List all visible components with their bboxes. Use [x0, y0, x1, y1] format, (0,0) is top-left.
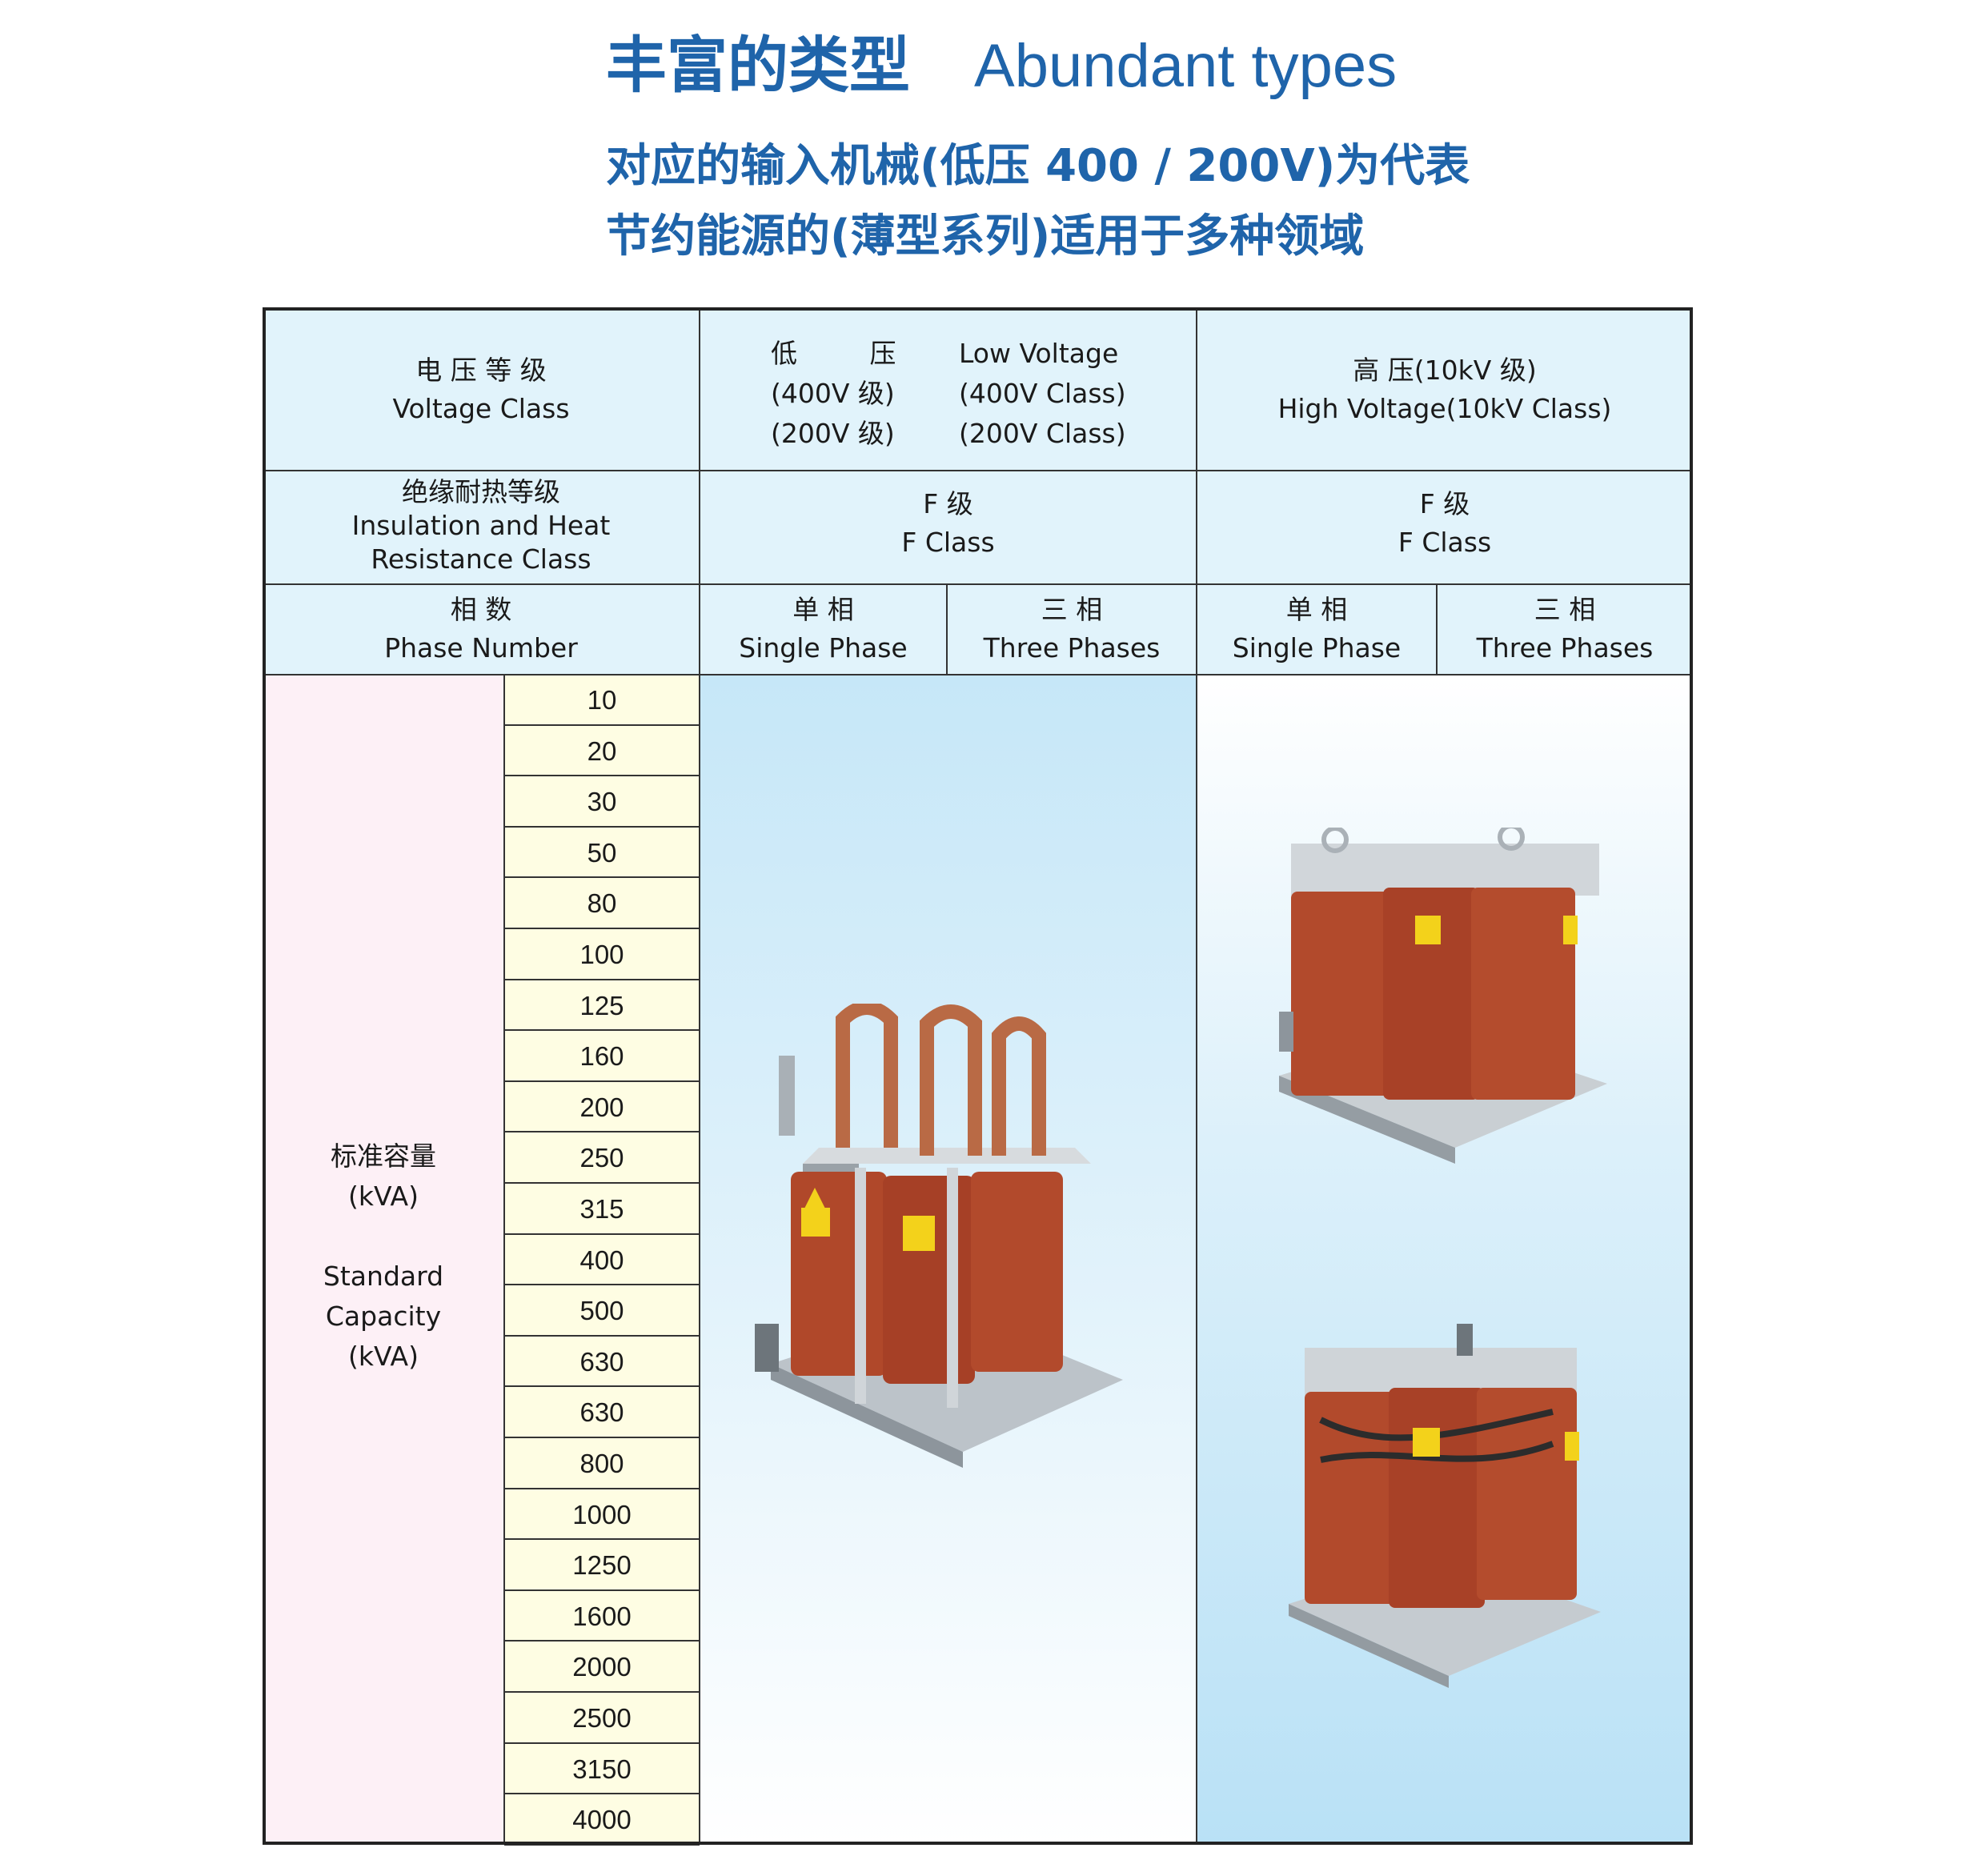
capacity-value-cell: 2000 — [504, 1642, 700, 1693]
capacity-label-cn: 标准容量 — [331, 1140, 436, 1172]
capacity-value-cell: 800 — [504, 1438, 700, 1489]
capacity-value-cell: 20 — [504, 725, 700, 777]
capacity-value-cell: 500 — [504, 1285, 700, 1337]
voltage-class-en: Voltage Class — [392, 393, 570, 424]
high-voltage-insulation: F 级 F Class — [1197, 485, 1693, 562]
high-insulation-en: F Class — [1398, 527, 1492, 558]
voltage-class-cn: 电 压 等 级 — [415, 355, 547, 386]
low-voltage-en-400: (400V Class) — [959, 378, 1126, 409]
page-title: 丰富的类型 Abundant types — [606, 16, 1397, 104]
capacity-value-cell: 630 — [504, 1336, 700, 1388]
subtitle-line-2: 节约能源的(薄型系列)适用于多种领域 — [606, 210, 1365, 263]
phase-en: Three Phases — [1476, 632, 1654, 663]
low-insulation-en: F Class — [901, 527, 995, 558]
low-voltage-cn-400: (400V 级) — [771, 378, 895, 409]
capacity-value-cell: 100 — [504, 929, 700, 980]
capacity-value-cell: 160 — [504, 1031, 700, 1082]
phase-cn: 三 相 — [1041, 594, 1103, 625]
capacity-value-cell: 1250 — [504, 1540, 700, 1591]
phase-high-three: 三 相 Three Phases — [1437, 591, 1693, 667]
insulation-en-line1: Insulation and Heat — [351, 510, 611, 541]
capacity-value-cell: 315 — [504, 1184, 700, 1235]
voltage-class-header: 电 压 等 级 Voltage Class — [263, 351, 700, 428]
capacity-value-cell: 2500 — [504, 1693, 700, 1744]
capacity-value-cell: 4000 — [504, 1794, 700, 1846]
phase-en: Single Phase — [739, 632, 908, 663]
phase-cn: 单 相 — [792, 594, 854, 625]
low-voltage-cn: 低 压 (400V 级) (200V 级) — [771, 334, 915, 454]
low-insulation-cn: F 级 — [923, 488, 973, 519]
capacity-value-cell: 250 — [504, 1132, 700, 1184]
table-header-background — [263, 307, 1693, 675]
capacity-value-cell: 3150 — [504, 1743, 700, 1795]
high-voltage-three-phase-image — [1289, 1324, 1601, 1688]
phase-cn: 单 相 — [1285, 594, 1348, 625]
low-voltage-transformer-image — [755, 1004, 1123, 1468]
capacity-value-cell: 30 — [504, 776, 700, 828]
capacity-value-cell: 1600 — [504, 1590, 700, 1642]
phase-low-single: 单 相 Single Phase — [700, 591, 947, 667]
capacity-value-cell: 50 — [504, 827, 700, 879]
capacity-label-cn-unit: (kVA) — [348, 1181, 419, 1212]
low-voltage-cn-200: (200V 级) — [771, 418, 895, 449]
capacity-value-cell: 1000 — [504, 1489, 700, 1541]
capacity-label-en-unit: (kVA) — [348, 1341, 419, 1372]
insulation-en-line2: Resistance Class — [371, 543, 591, 575]
capacity-value-cell: 400 — [504, 1234, 700, 1286]
high-voltage-cn: 高 压(10kV 级) — [1353, 355, 1537, 386]
subtitle-line-1: 对应的输入机械(低压 400 / 200V)为代表 — [606, 140, 1470, 192]
phase-en: Single Phase — [1232, 632, 1402, 663]
capacity-label-en-line1: Standard — [323, 1261, 444, 1292]
title-chinese: 丰富的类型 — [606, 30, 910, 101]
high-voltage-en: High Voltage(10kV Class) — [1277, 393, 1612, 424]
capacity-value-cell: 10 — [504, 675, 700, 726]
title-english: Abundant types — [974, 32, 1398, 100]
high-voltage-header: 高 压(10kV 级) High Voltage(10kV Class) — [1197, 351, 1693, 428]
phase-cn: 三 相 — [1534, 594, 1596, 625]
low-voltage-cn-label: 低 压 — [771, 338, 928, 369]
insulation-cn: 绝缘耐热等级 — [402, 476, 560, 507]
high-voltage-single-phase-image — [1279, 828, 1607, 1164]
phase-number-cn: 相 数 — [450, 594, 512, 625]
phase-number-header: 相 数 Phase Number — [263, 591, 700, 667]
phase-en: Three Phases — [983, 632, 1161, 663]
capacity-value-cell: 630 — [504, 1387, 700, 1438]
capacity-value-cell: 80 — [504, 878, 700, 929]
capacity-label-en-line2: Capacity — [325, 1301, 442, 1332]
low-voltage-insulation: F 级 F Class — [700, 485, 1197, 562]
capacity-label-cell — [263, 675, 504, 1845]
high-insulation-cn: F 级 — [1419, 488, 1470, 519]
phase-low-three: 三 相 Three Phases — [947, 591, 1197, 667]
capacity-label: 标准容量 (kVA) Standard Capacity (kVA) — [263, 1136, 504, 1377]
low-voltage-en: Low Voltage (400V Class) (200V Class) — [959, 334, 1151, 454]
low-voltage-en-200: (200V Class) — [959, 418, 1126, 449]
capacity-value-cell: 125 — [504, 980, 700, 1032]
phase-number-en: Phase Number — [384, 632, 578, 663]
capacity-value-cell: 200 — [504, 1081, 700, 1133]
insulation-header: 绝缘耐热等级 Insulation and Heat Resistance Cl… — [263, 475, 700, 576]
low-voltage-en-label: Low Voltage — [959, 338, 1119, 369]
phase-high-single: 单 相 Single Phase — [1197, 591, 1437, 667]
